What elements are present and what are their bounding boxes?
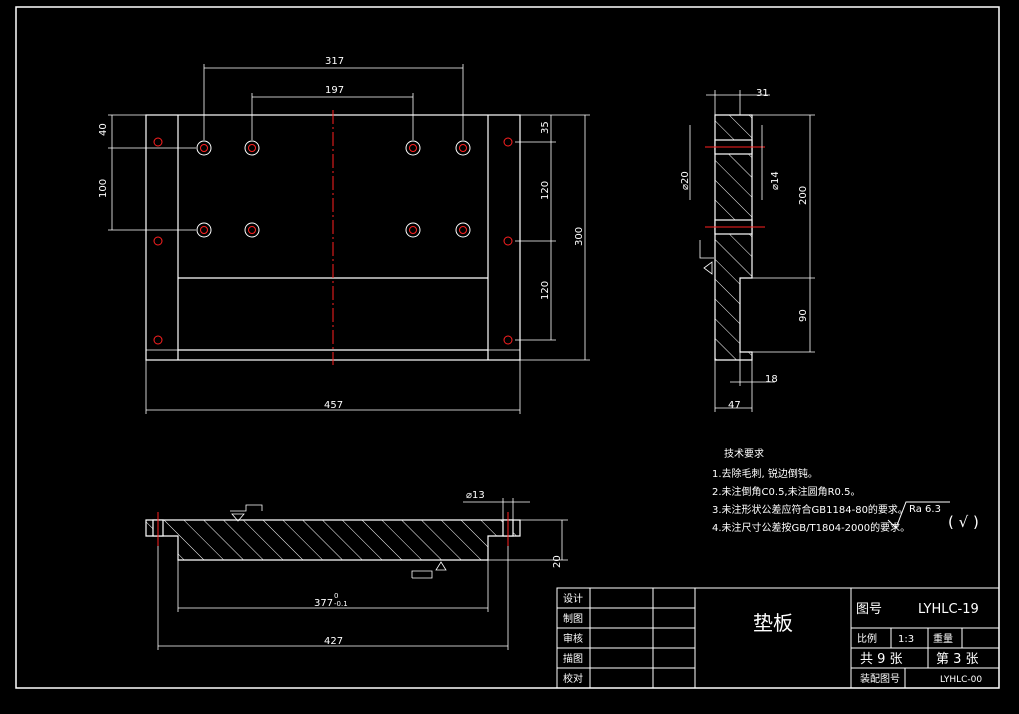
sheet-no: 第 3 张 (936, 652, 979, 667)
counterbore-hole (455, 222, 471, 238)
tb-row-design: 设计 (563, 592, 583, 605)
mounting-hole (503, 335, 513, 345)
tech-item: 4.未注尺寸公差按GB/T1804-2000的要求。 (712, 521, 910, 534)
counterbore-hole (455, 140, 471, 156)
side-view (714, 114, 753, 361)
tb-row-check: 校对 (563, 672, 583, 685)
scale-label: 比例 (857, 632, 877, 645)
tb-row-trace: 描图 (563, 652, 583, 665)
drawing-border (15, 6, 1000, 689)
dim-dia13: ⌀13 (466, 490, 485, 501)
mounting-hole (153, 236, 163, 246)
dim-457: 457 (324, 400, 343, 411)
dim-377-tol-upper: 0 (334, 592, 338, 600)
counterbore-hole (405, 222, 421, 238)
dim-35: 35 (540, 121, 551, 134)
dim-dia20: ⌀20 (680, 171, 691, 190)
dim-317: 317 (325, 56, 344, 67)
holes-front (153, 137, 513, 345)
dim-90: 90 (798, 309, 809, 322)
side-dimensions (689, 90, 815, 412)
drawing-no: LYHLC-19 (918, 602, 979, 617)
dim-dia14: ⌀14 (770, 171, 781, 190)
assembly-label: 装配图号 (860, 672, 900, 685)
tb-row-review: 审核 (563, 632, 583, 645)
dim-427: 427 (324, 636, 343, 647)
dim-200: 200 (798, 186, 809, 205)
title-block (556, 587, 1000, 689)
dim-40: 40 (98, 123, 109, 136)
mounting-hole (503, 137, 513, 147)
dim-18: 18 (765, 374, 778, 385)
bottom-centerlines (157, 512, 509, 546)
dim-377: 377 (314, 598, 333, 609)
dim-377-tol-lower: -0.1 (334, 600, 348, 608)
tech-item: 2.未注倒角C0.5,未注圆角R0.5。 (712, 485, 860, 498)
counterbore-hole (244, 140, 260, 156)
dim-300: 300 (574, 227, 585, 246)
front-view (145, 110, 521, 365)
dim-120-upper: 120 (540, 181, 551, 200)
counterbore-hole (196, 222, 212, 238)
roughness-general: ( √ ) (948, 513, 979, 531)
bottom-view (145, 519, 521, 561)
bottom-section (145, 519, 521, 561)
front-dimensions (108, 64, 590, 414)
mounting-hole (503, 236, 513, 246)
dim-197: 197 (325, 85, 344, 96)
roughness-symbol (887, 501, 950, 529)
tech-item: 1.去除毛刺, 锐边倒钝。 (712, 467, 818, 480)
dim-31: 31 (756, 88, 769, 99)
mounting-hole (153, 137, 163, 147)
part-name: 垫板 (753, 611, 793, 635)
counterbore-hole (405, 140, 421, 156)
bottom-dimensions (157, 498, 568, 650)
tech-requirements: 技术要求 1.去除毛刺, 锐边倒钝。 2.未注倒角C0.5,未注圆角R0.5。 … (712, 447, 979, 534)
roughness-value: Ra 6.3 (909, 504, 941, 515)
dim-100: 100 (98, 179, 109, 198)
scale-value: 1:3 (898, 634, 914, 645)
tech-item: 3.未注形状公差应符合GB1184-80的要求。 (712, 503, 908, 516)
total-sheets: 共 9 张 (860, 652, 903, 667)
dim-120-lower: 120 (540, 281, 551, 300)
side-centerlines (705, 146, 765, 228)
drawing-no-label: 图号 (856, 602, 882, 617)
dim-47: 47 (728, 400, 741, 411)
weight-label: 重量 (933, 632, 953, 645)
assembly-no: LYHLC-00 (940, 675, 982, 685)
dim-20: 20 (552, 555, 563, 568)
counterbore-hole (244, 222, 260, 238)
tb-row-draw: 制图 (563, 612, 583, 625)
tech-title: 技术要求 (724, 447, 764, 460)
counterbore-hole (196, 140, 212, 156)
mounting-hole (153, 335, 163, 345)
